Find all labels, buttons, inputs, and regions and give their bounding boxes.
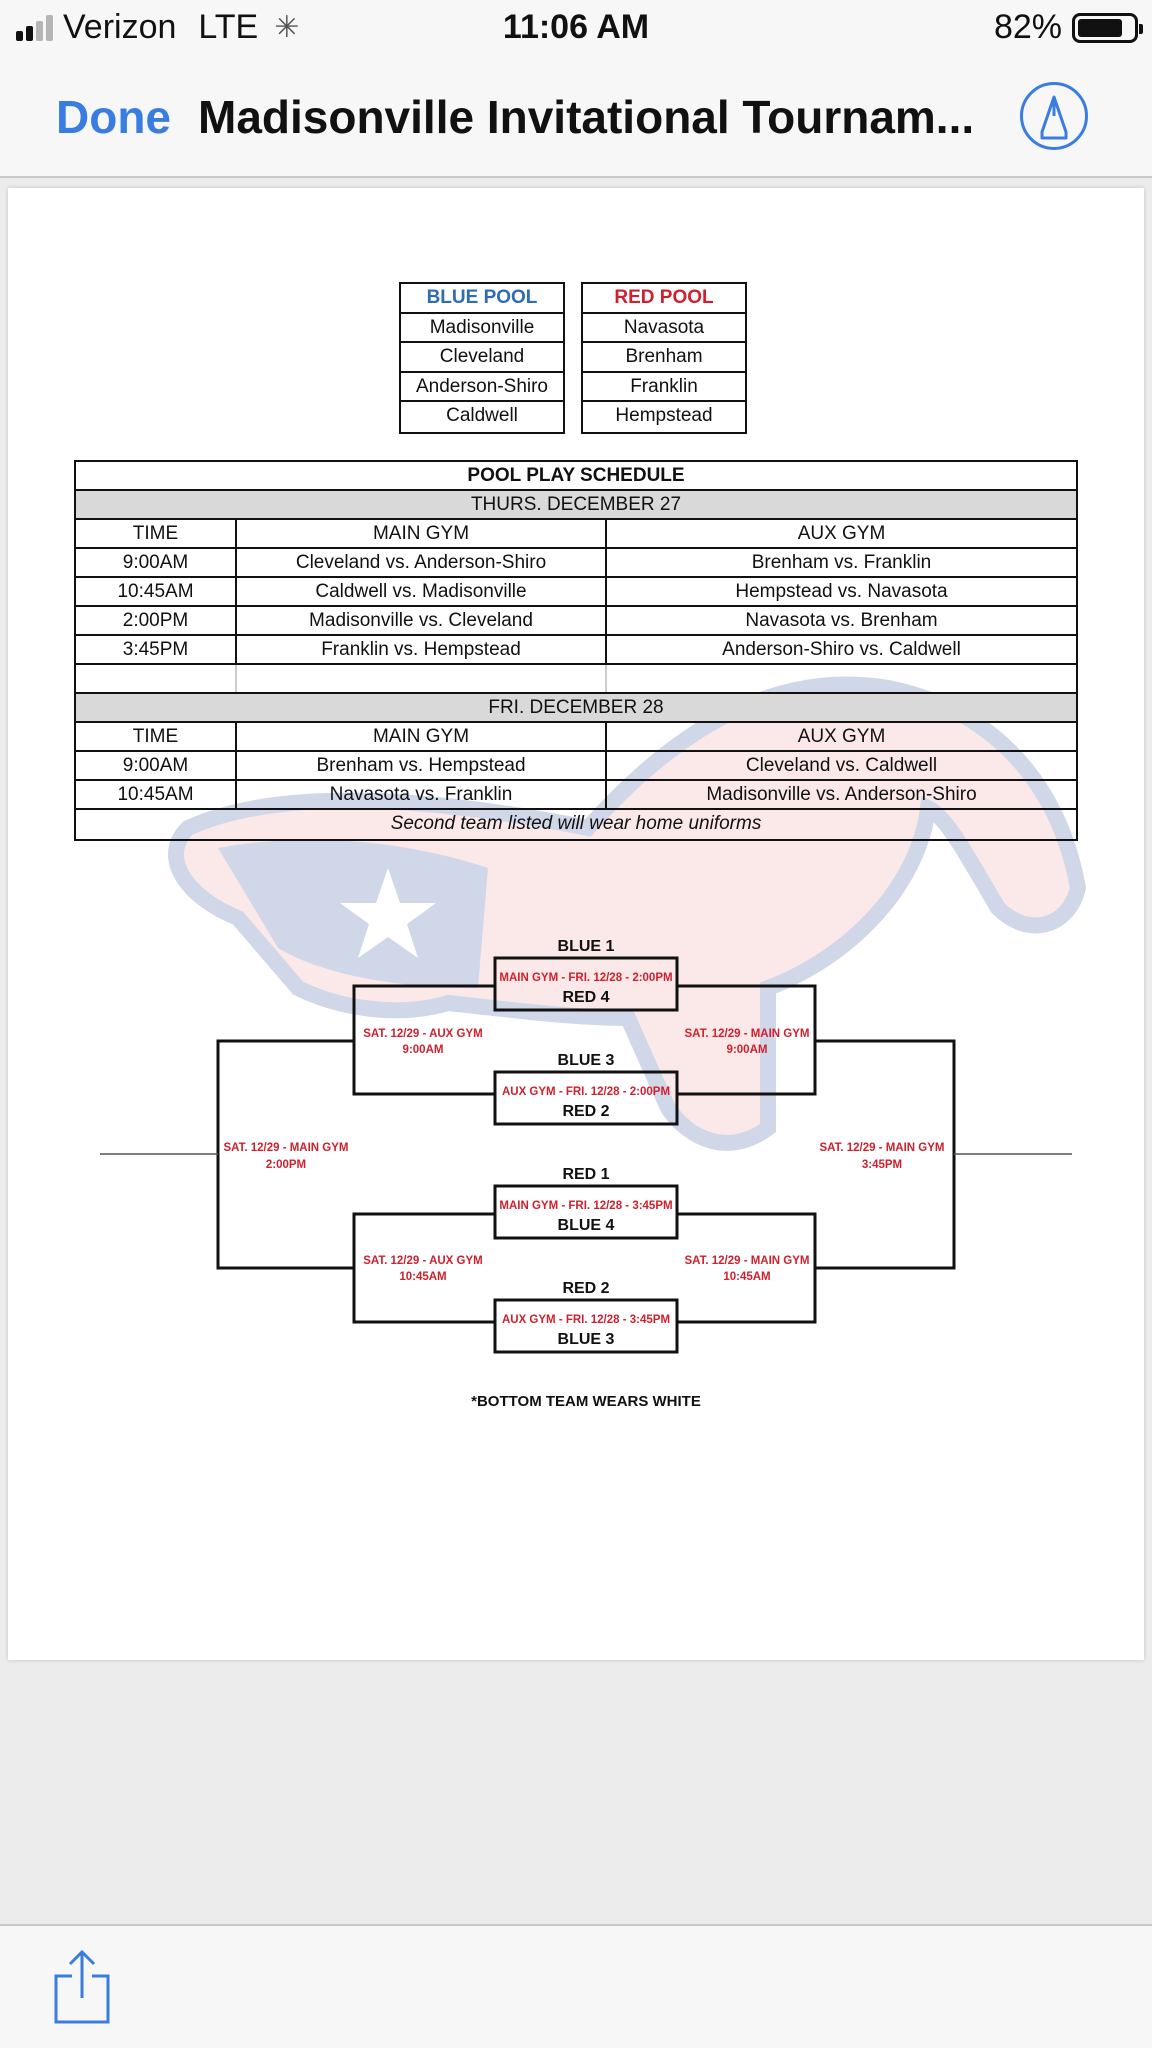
- bracket-team-label: BLUE 1: [558, 938, 615, 955]
- bracket-team-label: BLUE 3: [558, 1052, 615, 1069]
- bracket-final-label: SAT. 12/29 - MAIN GYM: [223, 1142, 348, 1154]
- table-row: 3:45PM Franklin vs. Hempstead Anderson-S…: [76, 636, 1076, 665]
- share-button[interactable]: [52, 1949, 112, 2026]
- document-page[interactable]: BLUE POOL Madisonville Cleveland Anderso…: [8, 188, 1144, 1660]
- red-pool-team: Brenham: [583, 343, 745, 373]
- column-header-main-gym: MAIN GYM: [237, 520, 607, 547]
- bracket-game-label: MAIN GYM - FRI. 12/28 - 2:00PM: [499, 972, 672, 984]
- bracket-game-label: MAIN GYM - FRI. 12/28 - 3:45PM: [499, 1200, 672, 1212]
- aux-gym-game: Madisonville vs. Anderson-Shiro: [706, 784, 977, 805]
- column-header-time: TIME: [76, 723, 237, 750]
- game-time: 3:45PM: [76, 636, 237, 663]
- bracket-team-label: BLUE 3: [558, 1331, 615, 1348]
- clock: 11:06 AM: [502, 8, 650, 46]
- table-header-row: TIME MAIN GYM AUX GYM: [76, 520, 1076, 549]
- bracket-game-label: SAT. 12/29 - AUX GYM: [363, 1255, 483, 1267]
- bracket-game-time: 9:00AM: [403, 1044, 444, 1056]
- bracket-final-label: SAT. 12/29 - MAIN GYM: [819, 1142, 944, 1154]
- markup-button[interactable]: [1020, 82, 1088, 150]
- aux-gym-game: Cleveland vs. Caldwell: [745, 755, 938, 776]
- column-header-aux-gym: AUX GYM: [797, 523, 886, 544]
- column-header-main-gym: MAIN GYM: [237, 723, 607, 750]
- bracket-game-label: AUX GYM - FRI. 12/28 - 2:00PM: [502, 1086, 670, 1098]
- nav-bar: Done Madisonville Invitational Tournam..…: [0, 58, 1152, 178]
- schedule-title: POOL PLAY SCHEDULE: [76, 462, 1076, 491]
- battery-icon: [1072, 12, 1143, 43]
- spacer-row: [76, 665, 1076, 694]
- bracket-game-label: SAT. 12/29 - AUX GYM: [363, 1028, 483, 1040]
- table-row: 10:45AM Caldwell vs. Madisonville Hempst…: [76, 578, 1076, 607]
- bracket-game-time: 9:00AM: [727, 1044, 768, 1056]
- column-header-time: TIME: [76, 520, 237, 547]
- bracket-team-label: RED 1: [562, 1166, 609, 1183]
- schedule-footnote: Second team listed will wear home unifor…: [390, 813, 762, 834]
- bracket-team-label: BLUE 4: [558, 1217, 615, 1234]
- bracket-game-label: SAT. 12/29 - MAIN GYM: [684, 1255, 809, 1267]
- done-button[interactable]: Done: [56, 91, 171, 143]
- main-gym-game: Navasota vs. Franklin: [237, 781, 607, 808]
- blue-pool-team: Cleveland: [401, 343, 563, 373]
- aux-gym-game: Anderson-Shiro vs. Caldwell: [722, 639, 961, 660]
- bracket-final-time: 3:45PM: [862, 1159, 902, 1171]
- game-time: 10:45AM: [76, 781, 237, 808]
- game-time: 10:45AM: [76, 578, 237, 605]
- game-time: 9:00AM: [76, 752, 237, 779]
- main-gym-game: Madisonville vs. Cleveland: [237, 607, 607, 634]
- bracket-game-label: AUX GYM - FRI. 12/28 - 3:45PM: [502, 1314, 670, 1326]
- bracket-team-label: RED 4: [562, 989, 609, 1006]
- status-bar: Verizon LTE ✳ 11:06 AM 82%: [0, 0, 1152, 58]
- bracket-game-label: SAT. 12/29 - MAIN GYM: [684, 1028, 809, 1040]
- bracket-game-time: 10:45AM: [723, 1271, 770, 1283]
- red-pool-team: Navasota: [583, 314, 745, 343]
- markup-pen-icon: [1040, 95, 1068, 140]
- blue-pool-table: BLUE POOL Madisonville Cleveland Anderso…: [399, 282, 565, 434]
- tournament-bracket: BLUE 1 MAIN GYM - FRI. 12/28 - 2:00PM RE…: [100, 938, 1072, 1410]
- spinner-icon: ✳: [274, 11, 300, 44]
- day-header: FRI. DECEMBER 28: [76, 694, 1076, 723]
- bracket-game-time: 10:45AM: [399, 1271, 446, 1283]
- table-header-row: TIME MAIN GYM AUX GYM: [76, 723, 1076, 752]
- red-pool-team: Hempstead: [615, 405, 713, 426]
- bottom-toolbar: [0, 1924, 1152, 2048]
- main-gym-game: Brenham vs. Hempstead: [237, 752, 607, 779]
- bracket-note: *BOTTOM TEAM WEARS WHITE: [471, 1393, 701, 1410]
- main-gym-game: Caldwell vs. Madisonville: [237, 578, 607, 605]
- bracket-final-time: 2:00PM: [266, 1159, 306, 1171]
- bracket-team-label: RED 2: [562, 1103, 609, 1120]
- table-row: 9:00AM Cleveland vs. Anderson-Shiro Bren…: [76, 549, 1076, 578]
- column-header-aux-gym: AUX GYM: [797, 726, 886, 747]
- carrier-name: Verizon: [63, 8, 177, 46]
- bracket-team-label: RED 2: [562, 1280, 609, 1297]
- document-title: Madisonville Invitational Tournam...: [198, 91, 975, 143]
- share-icon: [54, 1949, 110, 2024]
- blue-pool-team: Madisonville: [401, 314, 563, 343]
- main-gym-game: Cleveland vs. Anderson-Shiro: [237, 549, 607, 576]
- pool-play-schedule: POOL PLAY SCHEDULE THURS. DECEMBER 27 TI…: [74, 460, 1078, 841]
- red-pool-team: Franklin: [583, 373, 745, 402]
- red-pool-title: RED POOL: [583, 284, 745, 314]
- battery-percent: 82%: [993, 8, 1062, 46]
- red-pool-table: RED POOL Navasota Brenham Franklin Hemps…: [581, 282, 747, 434]
- main-gym-game: Franklin vs. Hempstead: [237, 636, 607, 663]
- aux-gym-game: Brenham vs. Franklin: [751, 552, 932, 573]
- blue-pool-team: Caldwell: [446, 405, 518, 426]
- day-header: THURS. DECEMBER 27: [76, 491, 1076, 520]
- aux-gym-game: Navasota vs. Brenham: [745, 610, 938, 631]
- table-row: 10:45AM Navasota vs. Franklin Madisonvil…: [76, 781, 1076, 810]
- network-type: LTE: [198, 8, 259, 46]
- blue-pool-team: Anderson-Shiro: [401, 373, 563, 402]
- game-time: 9:00AM: [76, 549, 237, 576]
- blue-pool-title: BLUE POOL: [401, 284, 563, 314]
- signal-icon: [16, 14, 53, 41]
- table-row: 9:00AM Brenham vs. Hempstead Cleveland v…: [76, 752, 1076, 781]
- game-time: 2:00PM: [76, 607, 237, 634]
- aux-gym-game: Hempstead vs. Navasota: [735, 581, 948, 602]
- table-row: 2:00PM Madisonville vs. Cleveland Navaso…: [76, 607, 1076, 636]
- mustang-watermark: [168, 676, 1087, 1151]
